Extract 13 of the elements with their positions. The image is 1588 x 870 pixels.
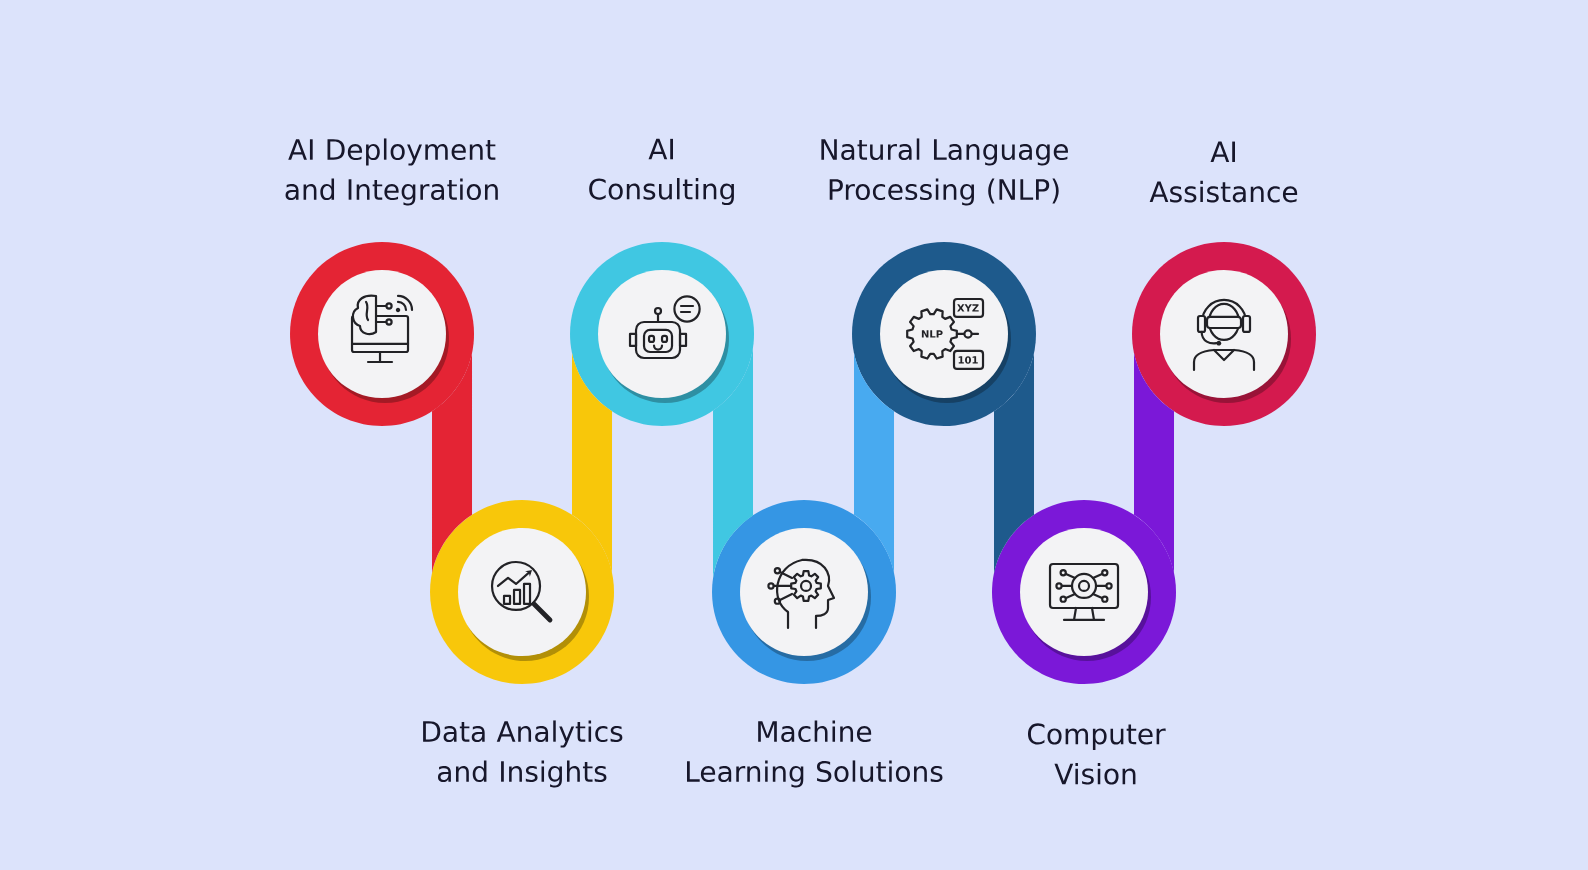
node-label: AI Consulting — [589, 138, 734, 206]
node-label: Computer Vision — [1028, 723, 1166, 785]
band — [713, 347, 753, 579]
band — [994, 353, 1034, 573]
node-label: AI Deployment and Integration — [285, 138, 498, 206]
band — [854, 353, 894, 573]
node-label: Machine Learning Solutions — [687, 720, 943, 788]
node-label: AI Assistance — [1149, 141, 1298, 203]
node-label: Natural Language Processing (NLP) — [821, 138, 1068, 206]
band — [432, 353, 472, 573]
band — [1134, 353, 1174, 573]
band — [572, 353, 612, 573]
node-label: Data Analytics and Insights — [423, 720, 623, 788]
